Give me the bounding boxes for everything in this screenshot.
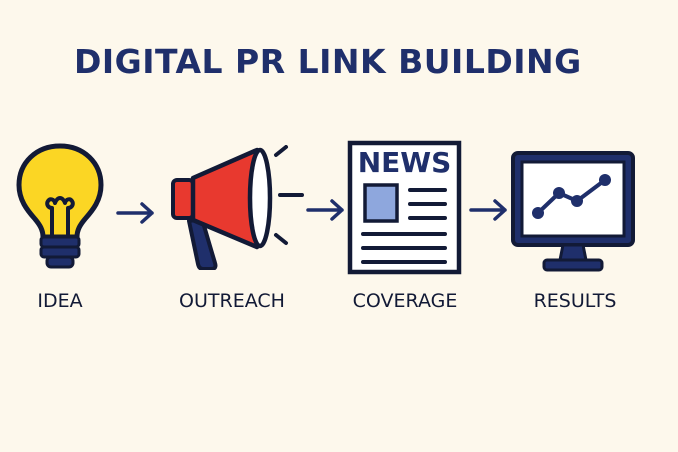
newspaper-masthead: NEWS (357, 146, 452, 179)
step-label-outreach: OUTREACH (179, 290, 285, 312)
step-label-coverage: COVERAGE (352, 290, 458, 312)
megaphone-icon (171, 145, 304, 270)
newspaper-icon: NEWS (347, 140, 462, 275)
lightbulb-icon (16, 143, 104, 269)
arrow-right-icon (116, 202, 154, 224)
monitor-chart-icon (511, 151, 635, 272)
page-title: DIGITAL PR LINK BUILDING (74, 42, 582, 81)
arrow-right-icon (306, 199, 344, 221)
step-label-results: RESULTS (533, 290, 617, 312)
arrow-right-icon (469, 199, 507, 221)
step-label-idea: IDEA (37, 290, 83, 312)
